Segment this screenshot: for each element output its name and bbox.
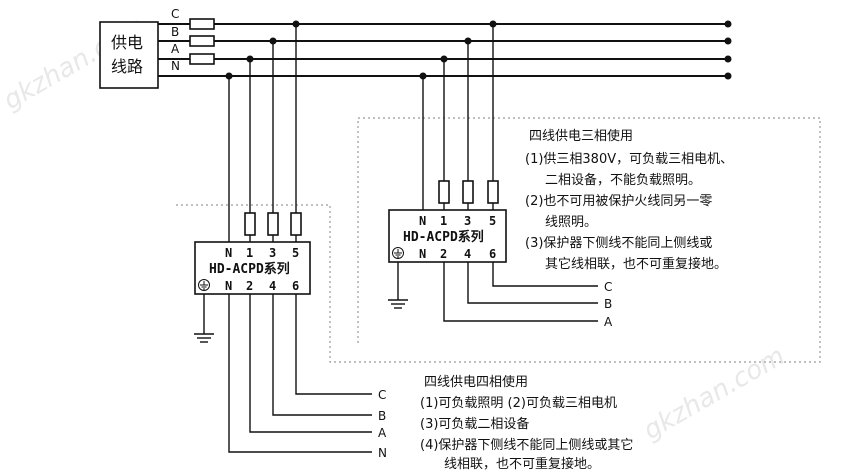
bus-label-a: A — [171, 42, 180, 56]
notes-three-phase-line-6: 其它线相联，也不可重复接地。 — [545, 256, 727, 272]
left-top-terminal-3: 3 — [269, 246, 276, 260]
left-ground-terminal-icon — [198, 279, 210, 291]
right-fuse-2 — [462, 180, 474, 204]
right-output-label-c: C — [604, 280, 612, 294]
left-bottom-terminal-n: N — [225, 279, 232, 293]
left-bottom-terminal-4: 4 — [269, 279, 276, 293]
notes-three-phase-line-4: 线照明。 — [545, 215, 597, 230]
watermark-right: gkzhan.com — [639, 341, 791, 446]
left-fuse-1 — [244, 212, 256, 236]
right-out-c — [492, 262, 598, 287]
right-out-b — [467, 262, 598, 304]
left-bottom-terminal-2: 2 — [246, 279, 253, 293]
supply-box — [99, 21, 159, 89]
supply-box-line2: 线路 — [111, 57, 143, 76]
notes-three-phase-line-3: (2)也不可用被保护火线同另一零 — [525, 194, 712, 209]
notes-three-phase-line-1: (1)供三相380V，可负载三相电机、 — [525, 152, 733, 167]
right-top-terminal-n: N — [419, 214, 426, 228]
bus-fuse-a — [189, 53, 215, 65]
left-out-c — [295, 294, 372, 395]
bus-end-dot-a — [724, 55, 732, 63]
bus-end-dot-n — [724, 72, 732, 80]
left-fuse-2 — [267, 212, 279, 236]
left-output-label-c: C — [378, 388, 386, 402]
right-bottom-terminal-6: 6 — [489, 247, 496, 261]
left-bottom-terminal-6: 6 — [292, 279, 299, 293]
bus-end-dot-c — [724, 20, 732, 28]
left-module-model: HD-ACPD系列 — [209, 261, 290, 277]
left-output-label-a: A — [378, 426, 387, 440]
notes-four-phase-line-2: (3)可负载二相设备 — [420, 416, 529, 432]
bus-end-dot-b — [724, 37, 732, 45]
left-fuse-3 — [290, 212, 302, 236]
notes-three-phase-line-5: (3)保护器下侧线不能同上侧线或 — [525, 236, 712, 251]
right-bottom-terminal-n: N — [419, 247, 426, 261]
supply-box-line1: 供电 — [111, 33, 143, 52]
bus-label-b: B — [171, 25, 179, 39]
right-ground-terminal-icon — [392, 247, 404, 259]
left-top-terminal-1: 1 — [246, 246, 253, 260]
left-out-a — [249, 294, 372, 433]
right-top-terminal-1: 1 — [440, 214, 447, 228]
left-module-box — [194, 241, 311, 295]
bus-fuse-b — [189, 35, 215, 47]
dotted-enclosure-outline — [176, 117, 821, 363]
right-bottom-terminal-4: 4 — [464, 247, 471, 261]
right-output-label-b: B — [604, 297, 612, 311]
left-output-label-n: N — [378, 446, 387, 460]
right-module-model: HD-ACPD系列 — [403, 229, 484, 245]
notes-three-phase-line-2: 二相设备，不能负载照明。 — [545, 172, 701, 188]
left-out-b — [272, 294, 372, 416]
bus-fuse-c — [189, 18, 215, 30]
bus-label-n: N — [171, 59, 180, 73]
right-fuse-3 — [487, 180, 499, 204]
right-output-label-a: A — [604, 315, 613, 329]
notes-four-phase-line-3: (4)保护器下侧线不能同上侧线或其它 — [420, 437, 633, 453]
left-top-terminal-n: N — [225, 246, 232, 260]
left-top-terminal-5: 5 — [292, 246, 299, 260]
right-earth-icon — [388, 299, 408, 309]
left-earth-icon — [194, 333, 214, 343]
right-module-box — [388, 209, 507, 263]
notes-three-phase-title: 四线供电三相使用 — [529, 128, 633, 144]
right-top-terminal-3: 3 — [464, 214, 471, 228]
right-top-terminal-5: 5 — [489, 214, 496, 228]
notes-four-phase-title: 四线供电四相使用 — [424, 374, 528, 390]
left-out-n — [228, 294, 372, 453]
notes-four-phase-line-1: (1)可负载照明 (2)可负载三相电机 — [420, 396, 617, 411]
left-output-label-b: B — [378, 409, 386, 423]
notes-four-phase-line-4: 线相联，也不可重复接地。 — [444, 456, 600, 472]
right-bottom-terminal-2: 2 — [440, 247, 447, 261]
right-out-a — [443, 262, 598, 322]
right-fuse-1 — [438, 180, 450, 204]
bus-label-c: C — [171, 7, 179, 21]
